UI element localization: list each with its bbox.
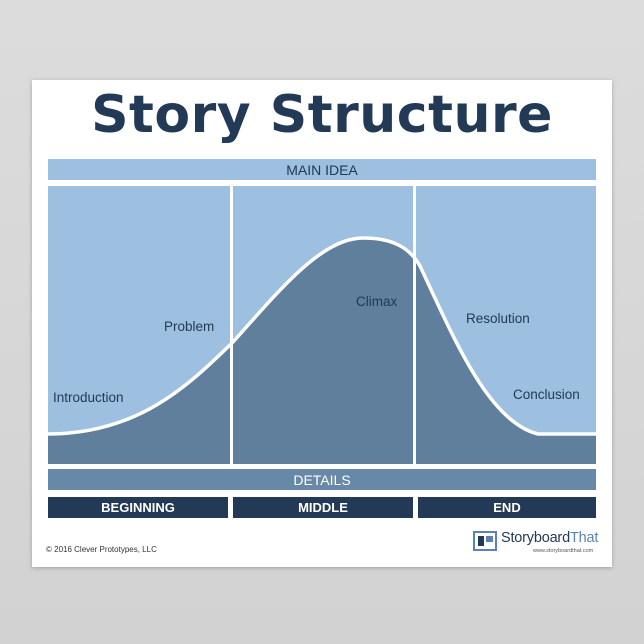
main-idea-label: MAIN IDEA: [286, 161, 358, 178]
problem-label: Problem: [164, 319, 215, 334]
logo-url: www.storyboardthat.com: [533, 548, 594, 554]
logo-name-part1: Storyboard: [501, 530, 570, 546]
copyright-text: © 2016 Clever Prototypes, LLC: [46, 545, 157, 554]
details-bar: DETAILS: [48, 469, 596, 490]
end-bar: END: [418, 497, 596, 518]
divider-left: [230, 186, 233, 464]
logo-name-part2: That: [569, 530, 599, 546]
introduction-label: Introduction: [53, 390, 124, 405]
divider-right: [413, 186, 416, 464]
logo-name: StoryboardThat: [501, 530, 598, 546]
curve-area: [48, 238, 596, 464]
storyboard-icon: [473, 531, 497, 551]
resolution-label: Resolution: [466, 311, 530, 326]
climax-label: Climax: [356, 294, 398, 309]
details-label: DETAILS: [293, 471, 351, 488]
poster: Story Structure MAIN IDEA Introduction P…: [32, 80, 612, 567]
middle-bar: MIDDLE: [233, 497, 413, 518]
main-idea-bar: MAIN IDEA: [48, 159, 596, 180]
story-arc-curve: [48, 236, 596, 436]
story-arc-svg: [48, 186, 596, 464]
end-label: END: [493, 500, 521, 515]
conclusion-label: Conclusion: [513, 387, 580, 402]
beginning-bar: BEGINNING: [48, 497, 228, 518]
page-title: Story Structure: [91, 85, 553, 145]
story-arc-diagram: Introduction Problem Climax Resolution C…: [48, 186, 596, 464]
middle-label: MIDDLE: [298, 500, 348, 515]
storyboardthat-logo: StoryboardThat www.storyboardthat.com: [473, 529, 603, 555]
beginning-label: BEGINNING: [101, 500, 175, 515]
